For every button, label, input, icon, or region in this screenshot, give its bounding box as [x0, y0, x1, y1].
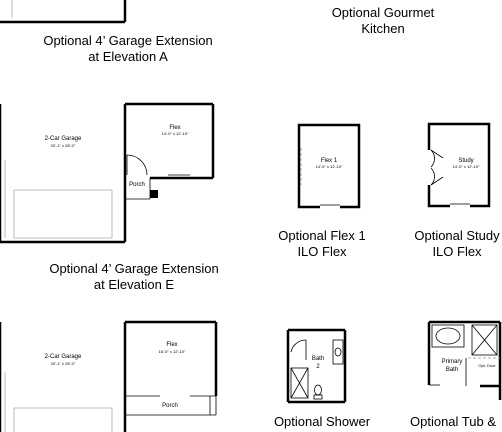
- flex1-room: [297, 123, 361, 209]
- porch-a-label: Porch: [129, 182, 145, 188]
- primary-bath-label: Primary: [442, 359, 463, 365]
- study-label: Study: [458, 158, 473, 164]
- porch-e-label: Porch: [162, 403, 178, 409]
- caption-shower: Optional Shower: [273, 414, 371, 429]
- flex-e-label: Flex: [166, 342, 177, 348]
- caption-garage-extension-e: Optional 4’ Garage Extension at Elevatio…: [49, 261, 219, 292]
- bath2-plan: [286, 328, 347, 404]
- study-dims: 14'-0" x 12'-10": [453, 164, 480, 169]
- bath2-number: 2: [316, 364, 320, 370]
- plan-elevation-e: [0, 320, 218, 432]
- primary-bath-label2: Bath: [446, 367, 458, 373]
- garage-e-dims: 20'-1" x 28'-0": [51, 361, 76, 366]
- bath2-label: Bath: [312, 356, 324, 362]
- caption-gourmet-kitchen: Optional Gourmet Kitchen: [331, 5, 435, 36]
- flex1-dims: 14'-0" x 12'-10": [316, 164, 343, 169]
- garage-a-partial: [0, 0, 127, 24]
- primary-bath-closet: Opt. Door: [478, 363, 496, 368]
- caption-garage-extension-a: Optional 4’ Garage Extension at Elevatio…: [43, 33, 213, 64]
- garage-e-label: 2-Car Garage: [45, 354, 82, 360]
- caption-flex1: Optional Flex 1 ILO Flex: [278, 228, 366, 259]
- caption-tub: Optional Tub &: [410, 414, 496, 429]
- study-room: [427, 122, 491, 208]
- plan-elevation-a: [0, 102, 215, 244]
- garage-a-label: 2-Car Garage: [45, 136, 82, 142]
- flex-a-dims: 14'-0" x 12'-10": [162, 131, 189, 136]
- flex-a-label: Flex: [169, 125, 180, 131]
- primary-bath-plan: [427, 320, 502, 400]
- caption-study: Optional Study ILO Flex: [414, 228, 500, 259]
- flex-e-dims: 16'-0" x 12'-10": [159, 349, 186, 354]
- flex1-label: Flex 1: [321, 158, 338, 164]
- garage-a-dims: 20'-1" x 28'-0": [51, 143, 76, 148]
